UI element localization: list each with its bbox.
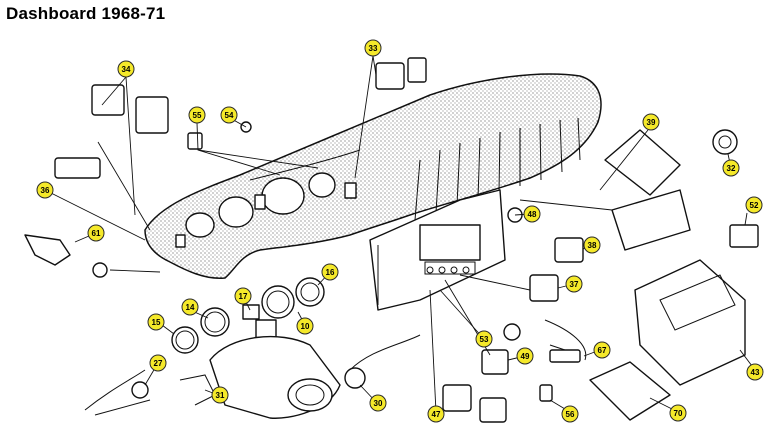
bracket-61 xyxy=(24,234,108,278)
callout-34: 34 xyxy=(117,60,135,78)
diagram-title: Dashboard 1968-71 xyxy=(6,4,166,23)
callout-38: 38 xyxy=(583,236,601,254)
svg-text:16: 16 xyxy=(326,268,335,277)
switch-49 xyxy=(481,349,509,375)
svg-text:10: 10 xyxy=(301,322,310,331)
callout-54: 54 xyxy=(220,106,238,124)
relay-52 xyxy=(729,224,759,248)
svg-text:48: 48 xyxy=(528,210,537,219)
switch-37 xyxy=(529,274,559,302)
callout-33: 33 xyxy=(364,39,382,57)
callout-43: 43 xyxy=(746,363,764,381)
svg-text:36: 36 xyxy=(41,186,50,195)
svg-text:47: 47 xyxy=(432,410,441,419)
steering-column-cover xyxy=(209,335,341,419)
callout-32: 32 xyxy=(722,159,740,177)
svg-text:61: 61 xyxy=(92,229,101,238)
callout-30: 30 xyxy=(369,394,387,412)
svg-text:56: 56 xyxy=(566,410,575,419)
switch-47 xyxy=(442,384,507,423)
svg-text:52: 52 xyxy=(750,201,759,210)
svg-text:30: 30 xyxy=(374,399,383,408)
callout-10: 10 xyxy=(296,317,314,335)
svg-text:67: 67 xyxy=(598,346,607,355)
svg-text:49: 49 xyxy=(521,352,530,361)
svg-text:15: 15 xyxy=(152,318,161,327)
callout-17: 17 xyxy=(234,287,252,305)
svg-text:53: 53 xyxy=(480,335,489,344)
callout-group: 33 34 55 54 39 32 36 61 48 52 38 16 17 1… xyxy=(36,39,764,423)
center-console-panel xyxy=(369,189,506,311)
pedal-pad-70 xyxy=(589,361,671,421)
svg-text:43: 43 xyxy=(751,368,760,377)
knob-53 xyxy=(503,323,521,341)
dash-gauge-openings xyxy=(175,172,357,248)
svg-text:38: 38 xyxy=(588,241,597,250)
switch-34 xyxy=(91,84,169,134)
gauge-set xyxy=(171,277,325,354)
callout-55: 55 xyxy=(188,106,206,124)
switch-30 xyxy=(344,334,421,389)
stalk-27 xyxy=(84,369,151,416)
svg-text:55: 55 xyxy=(193,111,202,120)
callout-70: 70 xyxy=(669,404,687,422)
callout-56: 56 xyxy=(561,405,579,423)
switch-38 xyxy=(554,237,584,263)
dashboard-crash-pad xyxy=(144,73,602,279)
svg-text:54: 54 xyxy=(225,111,234,120)
callout-14: 14 xyxy=(181,298,199,316)
callout-37: 37 xyxy=(565,275,583,293)
svg-text:14: 14 xyxy=(186,303,195,312)
svg-text:32: 32 xyxy=(727,164,736,173)
callout-67: 67 xyxy=(593,341,611,359)
svg-text:39: 39 xyxy=(647,118,656,127)
svg-text:31: 31 xyxy=(216,391,225,400)
svg-text:33: 33 xyxy=(369,44,378,53)
callout-27: 27 xyxy=(149,354,167,372)
callout-49: 49 xyxy=(516,347,534,365)
svg-text:37: 37 xyxy=(570,280,579,289)
callout-36: 36 xyxy=(36,181,54,199)
switch-32 xyxy=(712,129,738,155)
svg-text:34: 34 xyxy=(122,65,131,74)
callout-47: 47 xyxy=(427,405,445,423)
plug-56 xyxy=(539,384,553,402)
lamp-36 xyxy=(54,157,101,179)
callout-53: 53 xyxy=(475,330,493,348)
harness-67 xyxy=(544,319,587,363)
callout-31: 31 xyxy=(211,386,229,404)
callout-48: 48 xyxy=(523,205,541,223)
callout-39: 39 xyxy=(642,113,660,131)
callout-16: 16 xyxy=(321,263,339,281)
callout-15: 15 xyxy=(147,313,165,331)
svg-text:17: 17 xyxy=(239,292,248,301)
clock-39 xyxy=(604,129,691,251)
svg-text:27: 27 xyxy=(154,359,163,368)
callout-61: 61 xyxy=(87,224,105,242)
callout-52: 52 xyxy=(745,196,763,214)
clip-31 xyxy=(179,374,216,406)
switch-33 xyxy=(375,57,427,90)
grille-43 xyxy=(634,259,746,386)
svg-text:70: 70 xyxy=(674,409,683,418)
